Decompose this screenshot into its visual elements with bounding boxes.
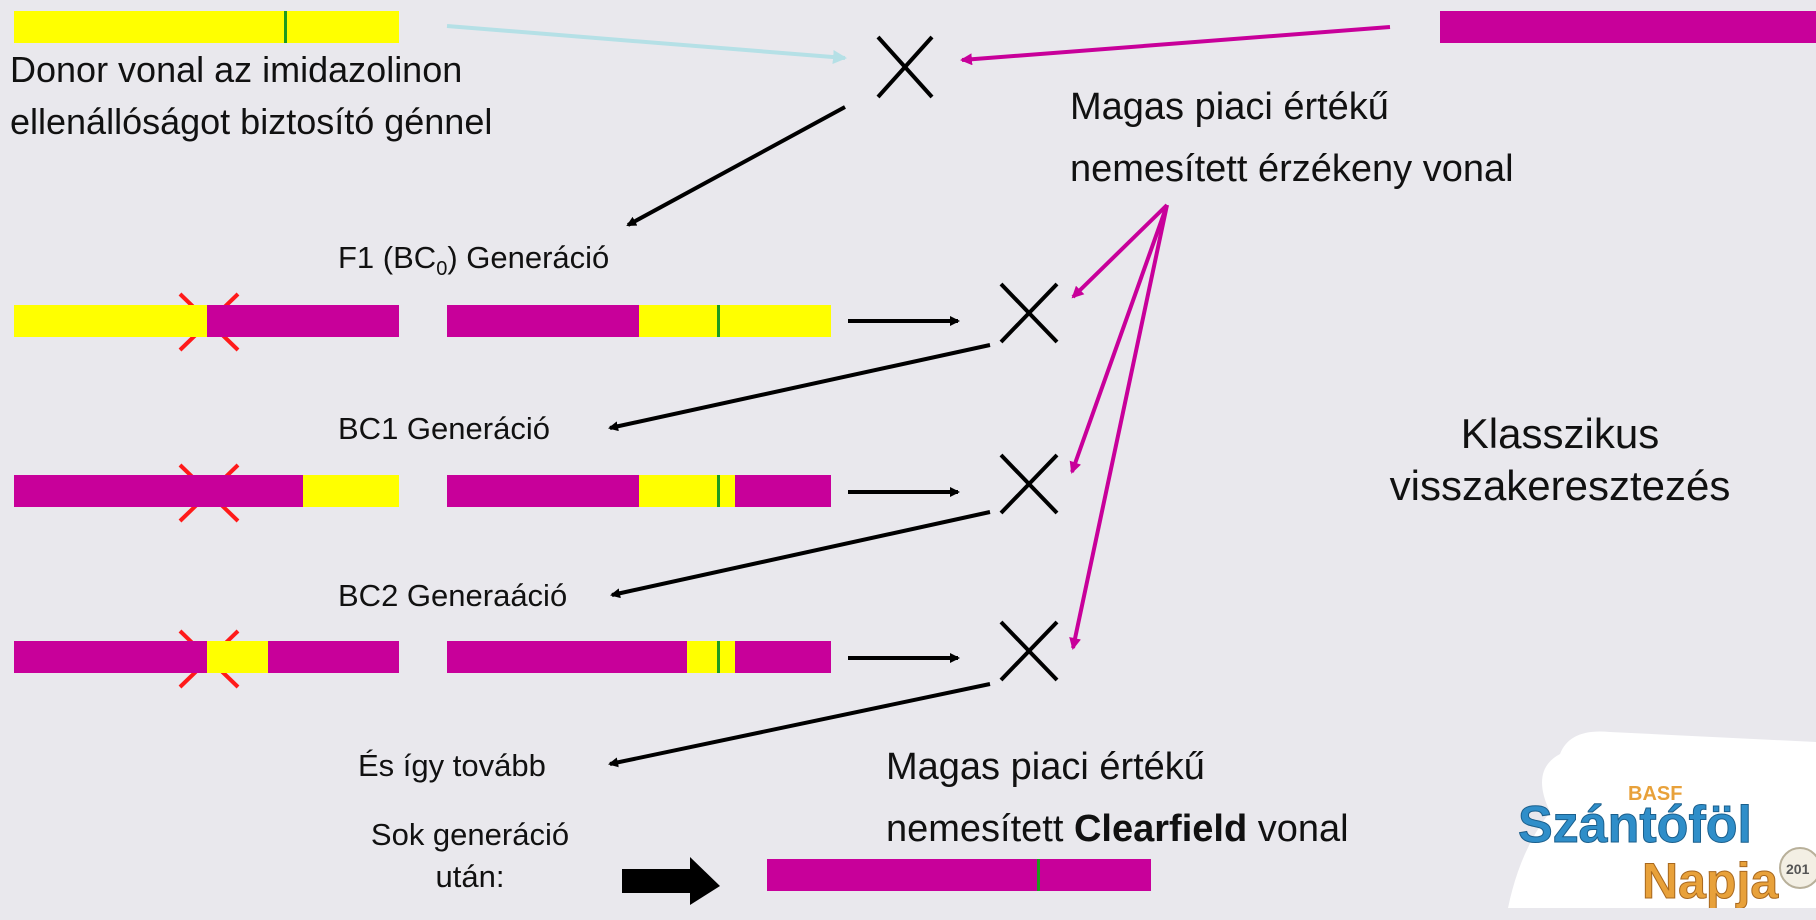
elite-line-label: Magas piaci értékű nemesített érzékeny v…	[1070, 76, 1514, 200]
elite-to-cross2-arrow	[1069, 204, 1169, 474]
donor-line-label-2: ellenállóságot biztosító génnel	[10, 101, 493, 142]
cross-symbol-top	[876, 35, 934, 99]
donor-segment	[639, 475, 735, 507]
clearfield-label: Clearfield	[1073, 808, 1248, 850]
recurrent-segment	[447, 305, 639, 337]
final-label-suffix: vonal	[1247, 808, 1349, 850]
f1-label-prefix: F1 (BC	[338, 240, 437, 275]
resistance-gene-marker	[284, 11, 287, 43]
final-block-arrow	[622, 857, 720, 905]
bc2-generation-label: BC2 Generaáció	[338, 578, 568, 613]
bc1-chromosome-left	[14, 475, 399, 507]
f1-generation-label: F1 (BC0) Generáció	[338, 240, 609, 281]
resistance-gene-marker	[1037, 859, 1040, 891]
bc2-chromosome-left	[14, 641, 399, 673]
donor-segment	[207, 641, 268, 673]
final-line-label: Magas piaci értékű nemesített Clearfield…	[886, 736, 1349, 860]
szantofold-napja-logo: BASF Szántóföl Napja 201	[1500, 720, 1816, 920]
many-generations-label: Sok generáció után:	[350, 814, 590, 898]
logo-brand: BASF	[1628, 783, 1682, 805]
diagram-title-1: Klasszikus	[1460, 410, 1660, 457]
many-generations-label-2: után:	[435, 859, 505, 894]
diagram-title-2: visszakeresztezés	[1389, 462, 1731, 509]
cross-to-next-arrow	[608, 682, 991, 768]
cross-symbol-3	[999, 620, 1059, 682]
bc2-chromosome-right	[447, 641, 831, 673]
f1-chromosome-right	[447, 305, 831, 337]
final-line-label-1: Magas piaci értékű	[886, 746, 1205, 788]
bc1-chromosome-right	[447, 475, 831, 507]
cross-to-bc1-arrow	[608, 343, 991, 432]
f1-label-suffix: ) Generáció	[447, 240, 610, 275]
logo-word-1: Szántóföl	[1518, 796, 1752, 854]
elite-to-cross3-arrow	[1069, 204, 1169, 650]
resistance-gene-marker	[717, 305, 720, 337]
logo-year: 201	[1786, 861, 1810, 877]
elite-to-cross1-arrow	[1071, 203, 1169, 299]
donor-line-label-1: Donor vonal az imidazolinon	[10, 49, 463, 90]
cross-to-f1-arrow	[626, 105, 846, 227]
donor-segment	[14, 305, 207, 337]
cross-symbol-1	[999, 282, 1059, 344]
f1-label-subscript: 0	[436, 258, 448, 281]
and-so-on-label: És így tovább	[358, 748, 546, 783]
elite-chromosome	[1440, 11, 1816, 43]
resistance-gene-marker	[717, 641, 720, 673]
elite-to-cross-arrow	[960, 25, 1391, 66]
cross-symbol-2	[999, 453, 1059, 515]
diagram-title: Klasszikus visszakeresztezés	[1350, 408, 1770, 512]
final-line-label-2: nemesített Clearfield vonal	[886, 798, 1349, 860]
donor-segment	[303, 475, 399, 507]
donor-line-label: Donor vonal az imidazolinon ellenállóság…	[10, 44, 492, 148]
cross-to-bc2-arrow	[610, 510, 991, 599]
logo-graphic: BASF Szántóföl Napja 201	[1508, 731, 1816, 910]
logo-word-2: Napja	[1642, 853, 1779, 908]
final-clearfield-chromosome	[767, 859, 1151, 891]
f1-chromosome-left	[14, 305, 399, 337]
donor-chromosome	[14, 11, 399, 43]
donor-to-cross-arrow	[446, 24, 847, 65]
final-label-prefix: nemesített	[886, 808, 1074, 850]
resistance-gene-marker	[717, 475, 720, 507]
donor-segment	[687, 641, 735, 673]
elite-line-label-1: Magas piaci értékű	[1070, 86, 1389, 128]
elite-line-label-2: nemesített érzékeny vonal	[1070, 148, 1514, 190]
many-generations-label-1: Sok generáció	[370, 817, 570, 852]
bc1-generation-label: BC1 Generáció	[338, 411, 550, 446]
